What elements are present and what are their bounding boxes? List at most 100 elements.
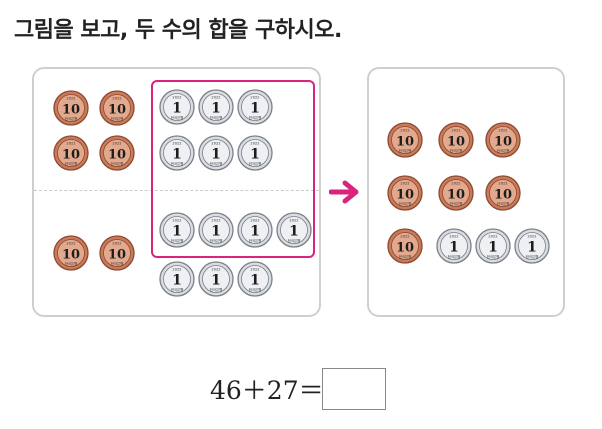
coin-value-label: 1 [211, 101, 221, 117]
coin-value-label: 1 [211, 224, 221, 240]
coin-mint-label: 한국은행 [210, 238, 222, 243]
coin-year-label: 2022 [488, 235, 497, 239]
coin-year-label: 2022 [211, 142, 220, 146]
coin-year-label: 2022 [211, 219, 220, 223]
coin-mint-label: 한국은행 [448, 254, 460, 259]
panel-divider [34, 190, 319, 191]
coin-mint-label: 한국은행 [65, 116, 77, 121]
coin-mint-label: 한국은행 [171, 161, 183, 166]
coin-year-label: 2022 [211, 268, 220, 272]
coin-value-label: 1 [172, 147, 182, 163]
coin-value-label: 10 [447, 188, 465, 203]
coin-mint-label: 한국은행 [111, 261, 123, 266]
coin-year-label: 2022 [66, 242, 75, 246]
question-title: 그림을 보고, 두 수의 합을 구하시오. [14, 18, 342, 43]
coin-year-label: 2022 [112, 242, 121, 246]
coin-year-label: 2022 [250, 142, 259, 146]
coin-mint-label: 한국은행 [111, 116, 123, 121]
equation-text: 46＋27＝ [210, 376, 324, 405]
coin-value-label: 10 [62, 148, 80, 163]
coin-value-label: 1 [289, 224, 299, 240]
coin-mint-label: 한국은행 [65, 161, 77, 166]
coin-value-label: 10 [396, 135, 414, 150]
coin-value-label: 10 [108, 103, 126, 118]
coin-year-label: 2022 [66, 97, 75, 101]
coin-value-label: 1 [250, 273, 260, 289]
coin-year-label: 2022 [451, 182, 460, 186]
coin-year-label: 2022 [211, 96, 220, 100]
coin-year-label: 2022 [112, 97, 121, 101]
coin-value-label: 10 [447, 135, 465, 150]
coin-mint-label: 한국은행 [487, 254, 499, 259]
coin-value-label: 1 [449, 240, 459, 256]
coin-value-label: 10 [108, 148, 126, 163]
coin-value-label: 10 [396, 188, 414, 203]
coin-year-label: 2022 [112, 142, 121, 146]
right-arrow-icon [329, 180, 359, 204]
coin-value-label: 1 [172, 101, 182, 117]
coin-year-label: 2022 [250, 96, 259, 100]
coin-value-label: 10 [494, 188, 512, 203]
coin-mint-label: 한국은행 [450, 148, 462, 153]
coin-mint-label: 한국은행 [288, 238, 300, 243]
coin-year-label: 2022 [498, 129, 507, 133]
coin-value-label: 1 [527, 240, 537, 256]
coin-year-label: 2022 [289, 219, 298, 223]
coin-mint-label: 한국은행 [249, 238, 261, 243]
coin-value-label: 10 [62, 103, 80, 118]
coin-mint-label: 한국은행 [111, 161, 123, 166]
ones-group-box [151, 80, 315, 258]
coin-mint-label: 한국은행 [249, 161, 261, 166]
coin-value-label: 10 [396, 241, 414, 256]
coin-mint-label: 한국은행 [65, 261, 77, 266]
coin-mint-label: 한국은행 [497, 148, 509, 153]
coin-year-label: 2022 [250, 219, 259, 223]
coin-year-label: 2022 [451, 129, 460, 133]
coin-value-label: 1 [172, 224, 182, 240]
coin-year-label: 2022 [400, 182, 409, 186]
coin-mint-label: 한국은행 [497, 201, 509, 206]
coin-mint-label: 한국은행 [210, 287, 222, 292]
coin-year-label: 2022 [400, 129, 409, 133]
coin-mint-label: 한국은행 [210, 115, 222, 120]
coin-mint-label: 한국은행 [399, 201, 411, 206]
coin-year-label: 2022 [250, 268, 259, 272]
coin-value-label: 1 [172, 273, 182, 289]
coin-mint-label: 한국은행 [210, 161, 222, 166]
coin-mint-label: 한국은행 [450, 201, 462, 206]
answer-input-box[interactable] [322, 368, 386, 410]
coin-year-label: 2022 [449, 235, 458, 239]
coin-mint-label: 한국은행 [171, 115, 183, 120]
coin-mint-label: 한국은행 [171, 287, 183, 292]
coin-year-label: 2022 [498, 182, 507, 186]
coin-mint-label: 한국은행 [399, 254, 411, 259]
coin-mint-label: 한국은행 [399, 148, 411, 153]
coin-value-label: 10 [494, 135, 512, 150]
coin-year-label: 2022 [172, 142, 181, 146]
coin-year-label: 2022 [172, 268, 181, 272]
coin-year-label: 2022 [400, 235, 409, 239]
coin-mint-label: 한국은행 [249, 115, 261, 120]
